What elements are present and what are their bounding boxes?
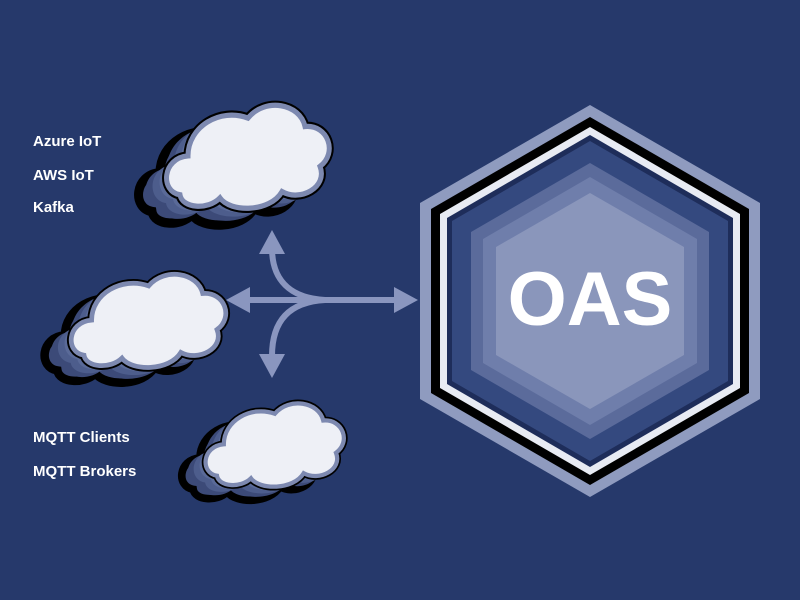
label-aws-iot: AWS IoT: [33, 167, 94, 184]
arrow-heads: [226, 230, 418, 378]
arrow-right-icon: [394, 287, 418, 313]
oas-hexagon: [420, 105, 760, 497]
connection-arrows: [237, 245, 403, 359]
label-mqtt-clients: MQTT Clients: [33, 429, 130, 446]
arrow-up-icon: [259, 230, 285, 254]
arrow-down-icon: [259, 354, 285, 378]
arrow-left-icon: [226, 287, 250, 313]
label-kafka: Kafka: [33, 199, 74, 216]
hub-label: OAS: [507, 257, 673, 342]
cloud-bottom: [182, 403, 344, 500]
cloud-middle: [45, 274, 226, 382]
label-mqtt-brokers: MQTT Brokers: [33, 463, 137, 480]
label-azure-iot: Azure IoT: [33, 133, 102, 150]
cloud-top: [139, 105, 330, 225]
